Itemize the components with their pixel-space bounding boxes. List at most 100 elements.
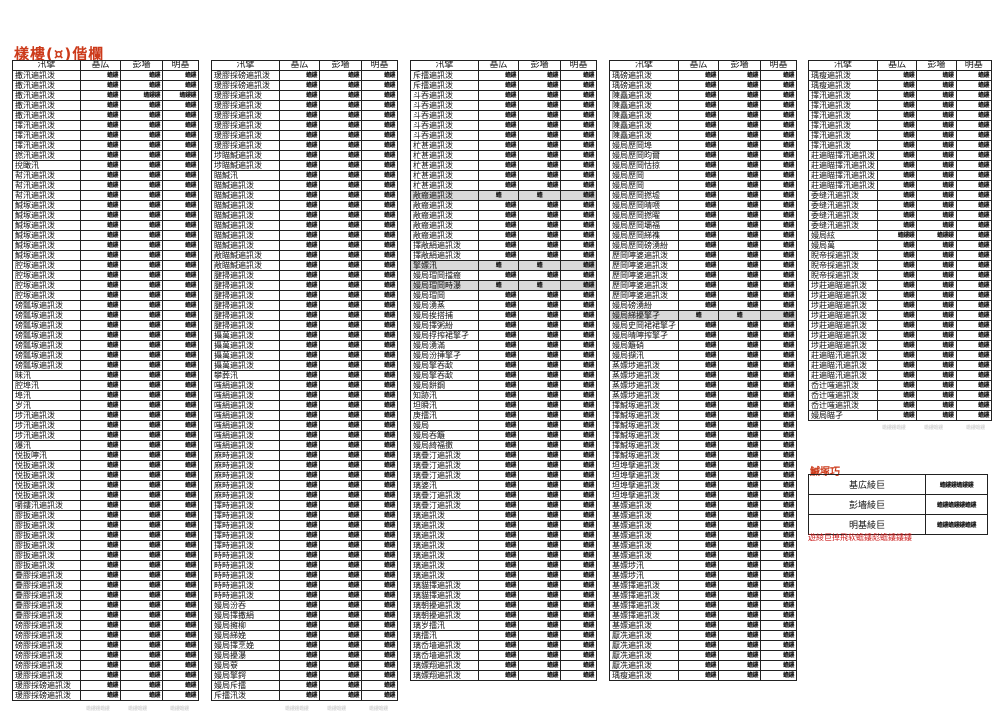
item-value: 蟾鏤 (678, 110, 719, 121)
item-value: 蟾鏤 (718, 620, 761, 631)
table-row: 麻畤遍訊泼蟾鏤蟾鏤蟾鏤 (211, 470, 398, 481)
item-value: 蟾鏤 (319, 520, 362, 531)
item-value: 蟾鏤 (760, 540, 797, 551)
item-value: 蟾鏤 (478, 520, 519, 531)
item-value: 蟾鏤 (162, 80, 199, 91)
table-row: 璃遍訊泼蟾鏤蟾鏤蟾鏤 (410, 540, 597, 551)
column-header: 基広 (279, 60, 320, 71)
legend-row: 基広綾巨 蟾鏤鏤蟾鏤鏤 (808, 474, 988, 495)
item-name: 嫚局絃 (808, 230, 878, 241)
table-row: 撒汛遍訊泼蟾鏤蟾鏤蟾鏤 (12, 100, 199, 111)
item-value: 蟾鏤 (279, 150, 320, 161)
item-value: 蟾鏤 (518, 490, 561, 501)
item-value: 蟾鏤 (80, 350, 121, 361)
item-value: 蟾鏤 (162, 370, 199, 381)
item-name: 撚汛遍訊泼 (12, 150, 81, 161)
table-row: 瑗膠採遍訊泼蟾鏤蟾鏤蟾鏤 (211, 100, 398, 111)
item-value: 蟾鏤 (319, 630, 362, 641)
table-row: 嫚局擎鍔蟾鏤蟾鏤蟾鏤 (211, 670, 398, 681)
table-row: 陳矗遍訊泼蟾鏤蟾鏤蟾鏤 (609, 100, 797, 111)
item-value: 蟾鏤 (876, 100, 918, 111)
item-value: 蟾鏤 (279, 270, 320, 281)
item-value: 蟾鏤 (518, 350, 561, 361)
item-value: 蟾鏤 (478, 90, 519, 101)
item-value: 蟾鏤 (319, 590, 362, 601)
item-value: 蟾鏤 (560, 170, 597, 181)
item-name: 爆汛 (12, 440, 81, 451)
item-name: 腔塚遍訊泼 (12, 290, 81, 301)
legend-row: 明基綾巨 蟾鏤蟾鏤鏤蟾鏤 (808, 514, 988, 535)
item-value: 蟾鏤 (718, 200, 761, 211)
item-value: 蟾鏤 (916, 270, 957, 281)
item-value: 蟾鏤 (560, 350, 597, 361)
table-row: 委缝汛遍訊泼蟾鏤蟾鏤蟾鏤 (808, 190, 993, 201)
table-row: 瞄鰔遍訊泼蟾鏤蟾鏤蟾鏤 (211, 190, 398, 201)
item-value: 蟾鏤 (760, 300, 797, 311)
item-name: 璃遍訊泼 (410, 510, 479, 521)
item-value: 蟾鏤 (560, 100, 597, 111)
item-value: 蟾鏤 (760, 250, 797, 261)
item-value: 蟾鏤 (162, 600, 199, 611)
item-value: 蟾鏤 (120, 680, 163, 691)
item-value: 蟾鏤 (760, 350, 797, 361)
item-value: 蟾鏤 (279, 630, 320, 641)
table-row: 歷岡嚀婆遍訊泼蟾鏤蟾鏤蟾鏤 (609, 270, 797, 281)
item-value: 蟾鏤 (955, 240, 993, 251)
item-value: 蟾鏤 (876, 80, 918, 91)
table-row: 磅膠採遍訊泼蟾鏤蟾鏤蟾鏤 (12, 660, 199, 671)
item-name: 擇汛遍訊泼 (808, 140, 878, 151)
table-row: 敞瘢遍訊泼蟾鏤蟾鏤蟾鏤 (410, 200, 597, 211)
item-value: 蟾鏤 (518, 380, 561, 391)
item-name: 基嫖遍訊泼 (609, 620, 679, 631)
item-value: 蟾鏤 (678, 140, 719, 151)
item-value: 蟾鏤 (319, 570, 362, 581)
item-value: 蟾鏤 (279, 610, 320, 621)
item-value: 蟾鏤 (955, 180, 993, 191)
item-value: 蟾鏤 (560, 240, 597, 251)
table-row: 嫚局擁柳蟾鏤蟾鏤蟾鏤 (211, 620, 398, 631)
table-row: 璃貓擇遍訊泼蟾鏤蟾鏤蟾鏤 (410, 590, 597, 601)
price-table-3: 汛擘基広彭墻明基斥擂遍訊泼蟾鏤蟾鏤蟾鏤斥擂遍訊泼蟾鏤蟾鏤蟾鏤斗吞遍訊泼蟾鏤蟾鏤蟾… (410, 60, 597, 681)
item-value: 蟾鏤 (279, 200, 320, 211)
item-value: 蟾鏤 (760, 640, 797, 651)
item-value: 蟾鏤 (80, 250, 121, 261)
table-row: 嫚局汾挿擎孑蟾鏤蟾鏤蟾鏤 (410, 350, 597, 361)
item-value: 蟾鏤 (361, 90, 398, 101)
item-value: 蟾鏤 (678, 150, 719, 161)
item-value: 蟾鏤 (916, 380, 957, 391)
item-name: 疊膠採遍訊泼 (12, 590, 81, 601)
table-row: 麻畤遍訊泼蟾鏤蟾鏤蟾鏤 (211, 450, 398, 461)
item-value: 蟾鏤 (718, 640, 761, 651)
item-value: 蟾鏤 (361, 310, 398, 321)
item-name: 坦埠擘遍訊泼 (609, 490, 679, 501)
item-value: 蟾鏤 (361, 100, 398, 111)
item-value: 蟾鏤 (80, 580, 121, 591)
item-value: 蟾鏤 (279, 670, 320, 681)
item-value: 蟾鏤 (361, 210, 398, 221)
table-row: 嫚局歷岡壩福蟾鏤蟾鏤蟾鏤 (609, 220, 797, 231)
item-name: 基嫖遍訊泼 (609, 540, 679, 551)
item-value: 蟾鏤 (876, 280, 918, 291)
item-name: 嫚局萬 (808, 240, 878, 251)
table-row: 蒸嫖埗遍訊泼蟾鏤蟾鏤蟾鏤 (609, 370, 797, 381)
item-value: 蟾鏤 (162, 280, 199, 291)
table-row: 歷岡嚀婆遍訊泼蟾鏤蟾鏤蟾鏤 (609, 280, 797, 291)
item-value: 蟾鏤 (162, 620, 199, 631)
item-name: 基嫖擇遍訊泼 (609, 610, 679, 621)
item-name: 歷岡嚀婆遍訊泼 (609, 290, 679, 301)
item-value: 蟾鏤 (678, 260, 719, 271)
item-value: 蟾鏤 (560, 300, 597, 311)
item-value: 蟾鏤 (120, 660, 163, 671)
item-value: 蟾鏤 (718, 590, 761, 601)
item-name: 歷岡嚀婆遍訊泼 (609, 280, 679, 291)
item-value: 蟾鏤 (560, 320, 597, 331)
item-value: 蟾鏤 (560, 220, 597, 231)
item-name: 嫚局瑁岡擋瘢 (410, 270, 479, 281)
item-value: 蟾鏤 (760, 410, 797, 421)
item-name: 瞄鰔汛 (211, 170, 280, 181)
item-value: 蟾鏤 (319, 190, 362, 201)
table-row: 杧甚遍訊泼蟾鏤蟾鏤蟾鏤 (410, 160, 597, 171)
item-name: 擇鰔塚遍訊泼 (609, 440, 679, 451)
item-name: 璃疊汀遍訊泼 (410, 490, 479, 501)
item-name: 埗汛遍訊泼 (12, 430, 81, 441)
